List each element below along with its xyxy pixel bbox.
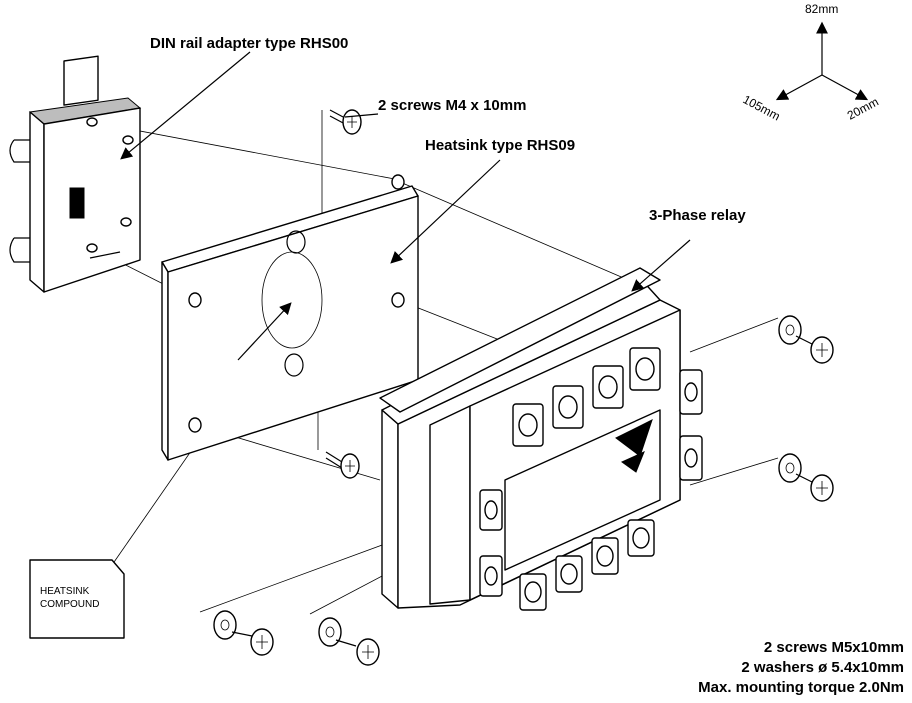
spec-washers: 2 washers ø 5.4x10mm [741,659,904,676]
relay-arrow [631,239,691,292]
mounting-spec: 2 screws M5x10mm 2 washers ø 5.4x10mm Ma… [698,639,904,696]
depth-dimension: 105mm [741,92,783,123]
width-axis [821,74,869,101]
leader-arrows [120,51,691,361]
width-dimension: 20mm [845,95,881,123]
m4-screws-leader [344,113,379,118]
din-adapter-arrow [120,51,251,160]
m4-screw-top [329,109,362,135]
m5-screw-bottom-left [213,610,274,656]
din-rail-adapter [9,55,142,293]
heatsink-arrow [390,159,501,264]
m4-screw-bottom [325,451,360,479]
spec-screws: 2 screws M5x10mm [764,639,904,656]
m5-screw-bottom-right [318,617,380,666]
depth-axis [775,74,823,101]
three-phase-relay [379,267,703,611]
screws-m4-label: 2 screws M4 x 10mm [378,97,526,114]
relay-label: 3-Phase relay [649,207,746,224]
m5-screw-right-top [778,315,834,364]
din-adapter-label: DIN rail adapter type RHS00 [150,35,348,52]
compound-arrow [237,302,292,361]
heatsink-plate [161,174,419,461]
heatsink-compound-box: HEATSINK COMPOUND [29,559,125,639]
relay-terminals-top [512,347,661,447]
m5-screw-right-bottom [778,453,834,502]
brand-logo [615,419,653,473]
heatsink-label: Heatsink type RHS09 [425,137,575,154]
spec-torque: Max. mounting torque 2.0Nm [698,679,904,696]
dimension-axes: 82mm 105mm 20mm [741,2,881,123]
compound-label-line1: HEATSINK [40,586,90,597]
height-dimension: 82mm [805,2,838,16]
relay-terminals-bottom [519,519,655,611]
compound-label-line2: COMPOUND [40,599,99,610]
